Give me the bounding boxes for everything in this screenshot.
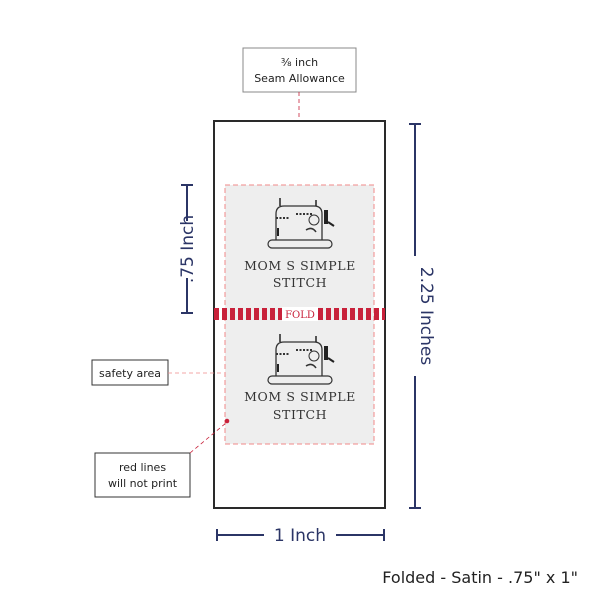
fold-stripe bbox=[342, 308, 347, 320]
fold-label: FOLD bbox=[285, 310, 315, 321]
brand-name-line1: MOM S SIMPLE bbox=[244, 389, 356, 404]
fold-stripe bbox=[230, 308, 235, 320]
total-height-label: 2.25 Inches bbox=[416, 267, 436, 366]
red-lines-callout-line1: red lines bbox=[119, 461, 166, 474]
fold-stripe bbox=[382, 308, 385, 320]
fold-label-bg bbox=[282, 307, 318, 321]
half-height-label: .75 Inch bbox=[178, 215, 198, 283]
fold-stripe bbox=[278, 308, 283, 320]
fold-stripe bbox=[238, 308, 243, 320]
total-height-dimension-line bbox=[409, 123, 421, 509]
fold-stripe bbox=[254, 308, 259, 320]
fold-stripe bbox=[374, 308, 379, 320]
red-lines-callout-line2: will not print bbox=[108, 477, 178, 490]
fold-stripe bbox=[214, 308, 219, 320]
fold-stripe bbox=[350, 308, 355, 320]
seam-allowance-box bbox=[242, 47, 357, 93]
fold-stripe bbox=[318, 308, 323, 320]
fold-stripe bbox=[334, 308, 339, 320]
brand-name-line2: STITCH bbox=[273, 275, 327, 290]
fold-stripe bbox=[366, 308, 371, 320]
product-caption: Folded - Satin - .75" x 1" bbox=[382, 568, 578, 587]
seam-allowance-line1: ⅜ inch bbox=[281, 56, 318, 69]
red-lines-leader-line bbox=[189, 422, 227, 454]
fold-stripe bbox=[358, 308, 363, 320]
brand-name-line1: MOM S SIMPLE bbox=[244, 258, 356, 273]
red-lines-callout-box bbox=[94, 452, 191, 498]
seam-allowance-line2: Seam Allowance bbox=[254, 72, 345, 85]
safety-area-callout-box bbox=[91, 359, 169, 386]
fold-stripe bbox=[270, 308, 275, 320]
fold-stripe bbox=[262, 308, 267, 320]
fold-stripe bbox=[246, 308, 251, 320]
brand-name-line2: STITCH bbox=[273, 407, 327, 422]
fold-stripe bbox=[326, 308, 331, 320]
fold-stripe bbox=[222, 308, 227, 320]
half-height-dimension-line bbox=[181, 184, 193, 314]
width-dimension-line bbox=[216, 529, 385, 541]
red-lines-marker-dot bbox=[224, 418, 230, 424]
safety-area-callout: safety area bbox=[99, 367, 161, 380]
width-label: 1 Inch bbox=[274, 526, 326, 546]
